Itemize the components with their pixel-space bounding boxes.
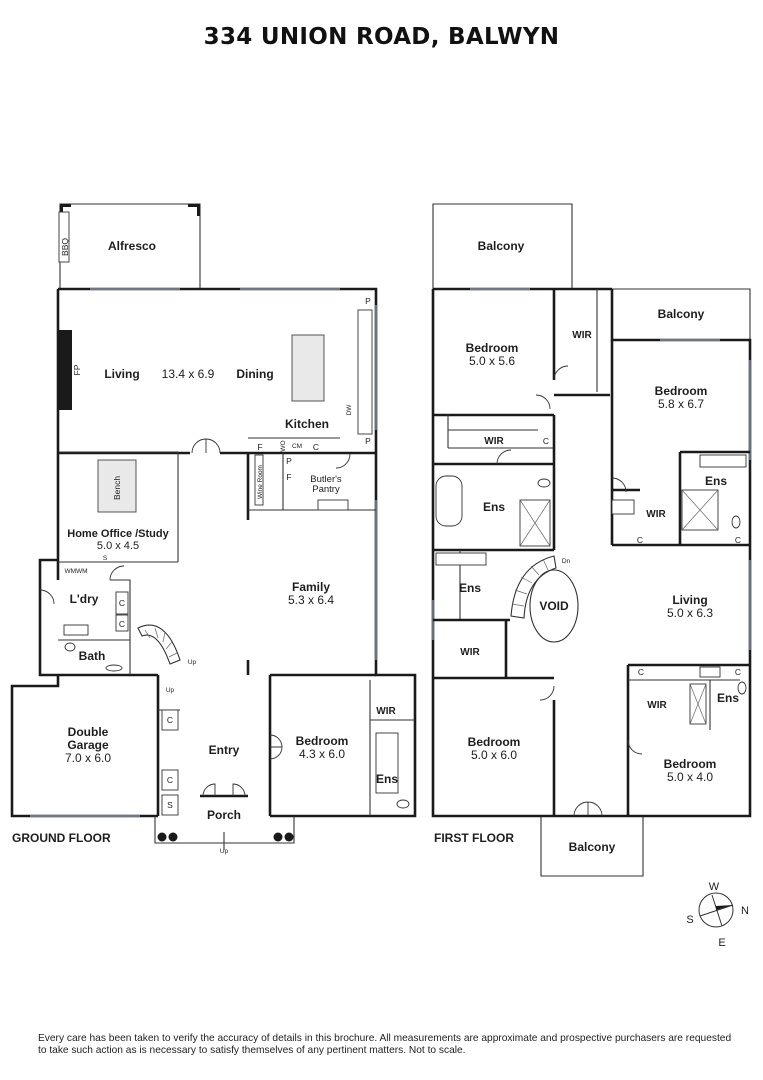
living-dining-dimensions: 13.4 x 6.9 (162, 367, 215, 381)
storage-label-entry: S (167, 800, 173, 810)
home-office-label: Home Office /Study (67, 528, 169, 540)
side-balcony-label: Balcony (658, 307, 705, 321)
bench-label: Bench (112, 476, 122, 500)
first-living-label: Living (672, 593, 707, 607)
ground-floor-interior (39, 309, 415, 816)
bedroom-1-dimensions: 5.0 x 5.6 (469, 354, 515, 368)
study-shelf-label: S (103, 555, 108, 562)
bedroom-4-cupboard-label: C (638, 667, 644, 677)
home-office-dimensions: 5.0 x 4.5 (97, 540, 139, 552)
butlers-pantry-label-2: Pantry (312, 484, 340, 495)
disclaimer-text: Every care has been taken to verify the … (38, 1033, 732, 1057)
family-dimensions: 5.3 x 6.4 (288, 593, 334, 607)
butlers-pantry-label-1: Butler's (310, 474, 342, 485)
entry-label: Entry (209, 743, 240, 757)
front-balcony-label: Balcony (569, 840, 616, 854)
first-floor-walls (431, 287, 752, 818)
first-floor-label: FIRST FLOOR (434, 831, 514, 845)
bedroom-3-label: Bedroom (468, 735, 521, 749)
cupboard-label-kitchen: C (313, 442, 319, 452)
dishwasher-label: DW (346, 404, 353, 416)
kitchen-label: Kitchen (285, 417, 329, 431)
porch-planters (157, 832, 294, 842)
bedroom-4-cupboard-label-2: C (735, 667, 741, 677)
ensuite-1-label: Ens (483, 500, 505, 514)
laundry-label: L'dry (70, 592, 99, 606)
compass-rose: W N S E (686, 881, 749, 949)
ground-floor-label: GROUND FLOOR (12, 831, 111, 845)
cupboard-label-entry: C (167, 715, 173, 725)
living-label: Living (104, 367, 139, 381)
alfresco-label: Alfresco (108, 239, 156, 253)
first-living-dimensions: 5.0 x 6.3 (667, 606, 713, 620)
rear-balcony-label: Balcony (478, 239, 525, 253)
bedroom-4-dimensions: 5.0 x 4.0 (667, 770, 713, 784)
bbq-label: BBQ (60, 238, 70, 256)
bedroom-2-cupboard-label: C (637, 535, 643, 545)
ground-floor-walls (10, 287, 417, 850)
pantry-label-3: P (286, 456, 292, 466)
fridge-label-2: F (286, 472, 291, 482)
garage-label-1: Double (68, 725, 109, 739)
wall-oven-label: WO (280, 440, 287, 451)
family-label: Family (292, 580, 330, 594)
bedroom-2-dimensions: 5.8 x 6.7 (658, 397, 704, 411)
ensuite-4-label: Ens (717, 691, 739, 705)
bedroom-4-label: Bedroom (664, 757, 717, 771)
ground-wir-label: WIR (376, 706, 396, 717)
stairs-up-label: Up (188, 659, 197, 666)
compass-south: S (686, 914, 693, 926)
garage-label-2: Garage (67, 738, 109, 752)
fireplace-label: FP (72, 364, 82, 375)
washing-machine-label: WMWM (64, 568, 87, 575)
ground-floor-labels: Alfresco BBQ FP Living 13.4 x 6.9 Dining… (60, 238, 398, 855)
stairs-down-label: Dn (562, 558, 571, 565)
bedroom-2-cupboard-label-2: C (735, 535, 741, 545)
porch-label: Porch (207, 808, 241, 822)
coffee-machine-label: CM (292, 443, 302, 450)
ensuite-3-label: Ens (459, 581, 481, 595)
ensuite-2-label: Ens (705, 474, 727, 488)
fridge-label: F (257, 442, 262, 452)
bedroom-1-wir-label: WIR (572, 330, 592, 341)
ensuite-1-wir-label: WIR (484, 436, 504, 447)
void-label: VOID (539, 599, 569, 613)
page-title: 334 UNION ROAD, BALWYN (203, 24, 560, 50)
pantry-label-2: P (365, 436, 371, 446)
garage-dimensions: 7.0 x 6.0 (65, 751, 111, 765)
ground-floor-plan: Alfresco BBQ FP Living 13.4 x 6.9 Dining… (10, 203, 417, 855)
ensuite-1-cupboard-label: C (543, 436, 549, 446)
first-floor-labels: Bedroom 5.0 x 5.6 WIR Bedroom 5.8 x 6.7 … (459, 330, 741, 784)
ground-bedroom-label: Bedroom (296, 734, 349, 748)
bedroom-3-wir-label: WIR (460, 647, 480, 658)
stairs-up-label-2: Up (166, 687, 175, 694)
compass-west: W (709, 881, 720, 893)
cupboard-label-entry-2: C (167, 775, 173, 785)
ground-bedroom-dimensions: 4.3 x 6.0 (299, 747, 345, 761)
bedroom-1-label: Bedroom (466, 341, 519, 355)
bedroom-2-label: Bedroom (655, 384, 708, 398)
cupboard-label-laundry: C (119, 598, 125, 608)
bedroom-3-dimensions: 5.0 x 6.0 (471, 748, 517, 762)
dining-label: Dining (236, 367, 273, 381)
compass-north: N (741, 905, 749, 917)
bedroom-2-wir-label: WIR (646, 509, 666, 520)
cupboard-label-laundry-2: C (119, 619, 125, 629)
bedroom-4-wir-label: WIR (647, 700, 667, 711)
compass-east: E (718, 937, 725, 949)
alfresco-area (58, 203, 201, 289)
first-floor-balconies: Balcony Balcony Balcony (432, 203, 751, 877)
ground-ensuite-label: Ens (376, 772, 398, 786)
first-floor-interior (433, 289, 750, 817)
bath-label: Bath (79, 649, 106, 663)
first-floor-plan: Balcony Balcony Balcony (431, 203, 752, 877)
pantry-label: P (365, 296, 371, 306)
wine-room-label: Wine Room (257, 465, 264, 499)
porch-up-label: Up (220, 848, 229, 855)
